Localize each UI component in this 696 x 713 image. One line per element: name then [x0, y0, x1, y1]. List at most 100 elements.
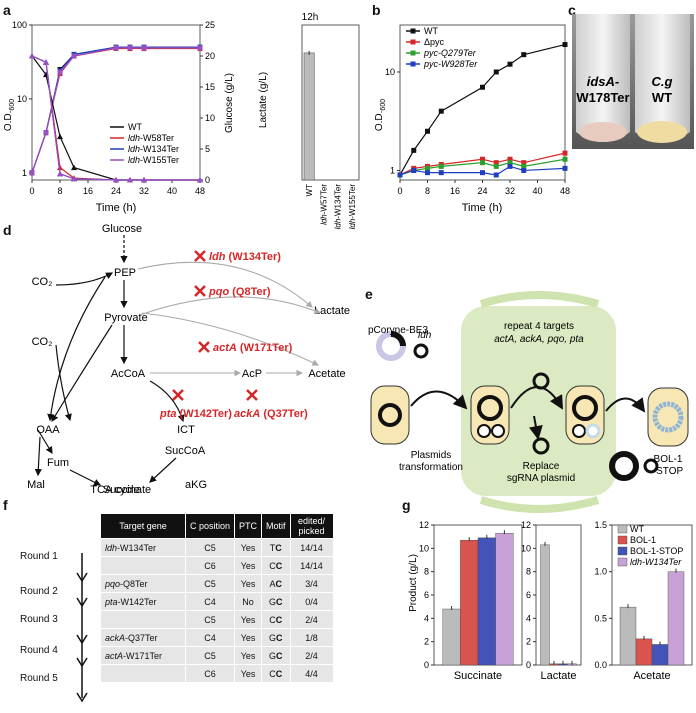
g-ytick-label: 0 — [424, 660, 429, 670]
table-cell: Yes — [235, 557, 262, 574]
g-bar — [442, 608, 461, 666]
node-ict: ICT — [177, 424, 195, 436]
panel-a-xlabel: Time (h) — [96, 202, 137, 214]
panel-c-left-label: idsA- — [587, 74, 620, 89]
a-point — [57, 170, 63, 177]
panel-b-ylabel: O.D.600 — [374, 99, 387, 131]
table-header: C position — [186, 514, 235, 538]
table-cell: 14/14 — [290, 557, 333, 574]
table-cell: 1/8 — [290, 629, 333, 646]
knockout-label: ldh (W134Ter) — [209, 251, 281, 263]
knockout-site: (W171Ter) — [237, 342, 293, 354]
table-cell: GC — [262, 647, 290, 664]
table-cell: Yes — [235, 647, 262, 664]
knockout-x-icon — [172, 389, 184, 401]
a-bar-gene: ldh — [319, 214, 328, 225]
a-ytick-right-label: 5 — [205, 144, 210, 154]
table-cell — [101, 557, 185, 574]
table-cell: C6 — [186, 665, 235, 682]
g-bar — [495, 532, 514, 666]
panel-f-label: f — [3, 497, 8, 513]
node-oaa: OAA — [36, 424, 60, 436]
node-fum: Fum — [47, 457, 69, 469]
a-legend-gene: ldh — [128, 133, 140, 143]
node-acp: AcP — [242, 368, 262, 380]
table-header: PTC — [235, 514, 262, 538]
b-legend-marker — [410, 39, 416, 45]
node-succinate: Succinate — [103, 484, 151, 496]
panel-c-photo: idsA- W178Ter C.g WT — [572, 14, 694, 149]
table-cell: 3/4 — [290, 575, 333, 592]
g-bar — [635, 638, 653, 666]
panel-d-pathway-lower: Fum SucCoA Succinate — [37, 429, 206, 496]
a-point — [43, 59, 49, 65]
g-legend-swatch — [617, 535, 628, 545]
g-ytick-label: 2 — [526, 637, 531, 647]
table-cell: Yes — [235, 665, 262, 682]
a-bar-category: ldh-W134Ter — [334, 184, 343, 230]
knockout-site: (W134Ter) — [226, 251, 282, 263]
g-ytick-label: 6 — [526, 590, 531, 600]
b-point — [521, 160, 527, 166]
g-group-label: Lactate — [540, 670, 576, 682]
a-ytick-label: 1 — [22, 168, 27, 178]
g-bar — [619, 606, 637, 666]
g-ytick-label: 4 — [424, 613, 429, 623]
panel-a-ylabel-right: Glucose (g/L) — [224, 73, 235, 133]
b-legend-marker — [410, 50, 416, 56]
b-point — [493, 163, 499, 169]
table-cell: 14/14 — [290, 539, 333, 556]
b-point — [425, 165, 430, 171]
g-ytick-label: 8 — [526, 567, 531, 577]
table-cell: 0/4 — [290, 593, 333, 610]
g-ytick-label: 12 — [521, 520, 531, 530]
b-point — [507, 61, 513, 67]
panel-c-right-label: C.g — [652, 74, 673, 89]
table-cell: ldh-W134Ter — [101, 539, 185, 556]
table-cell — [101, 665, 185, 682]
node-mal: Mal — [27, 479, 45, 491]
g-group-label: Succinate — [454, 670, 502, 682]
a-xtick-label: 48 — [195, 186, 205, 196]
knockout-label: ackA (Q37Ter) — [234, 408, 308, 420]
table-header: edited/ picked — [290, 514, 333, 538]
g-ytick-label: 6 — [424, 590, 429, 600]
round-5: Round 5 — [20, 673, 58, 684]
table-cell: pqo-Q8Ter — [101, 575, 185, 592]
transform-label2: transformation — [399, 462, 463, 473]
a-point — [71, 53, 77, 59]
g-legend-label: BOL-1 — [630, 535, 656, 545]
b-xtick-label: 32 — [505, 186, 515, 196]
table-cell: 4/4 — [290, 665, 333, 682]
a-ytick-label: 10 — [17, 94, 27, 104]
table-cell: C5 — [186, 539, 235, 556]
node-tca: TCA cycle — [90, 484, 140, 496]
knockout-gene: actA — [213, 342, 237, 354]
knockout-gene: ldh — [209, 251, 226, 263]
a-xtick-label: 8 — [57, 186, 62, 196]
node-co2-2: CO₂ — [32, 336, 53, 348]
g-bar — [667, 571, 685, 666]
b-legend-label: pyc-Q279Ter — [423, 48, 477, 58]
b-point — [507, 160, 513, 166]
knockout-gene: ackA — [234, 408, 260, 420]
b-ytick-label: 1 — [390, 165, 395, 175]
node-glucose: Glucose — [102, 223, 142, 235]
g-legend-label: BOL-1-STOP — [630, 546, 683, 556]
b-point — [562, 42, 568, 48]
table-cell: AC — [262, 575, 290, 592]
a-legend-suffix: -W155Ter — [140, 155, 179, 165]
round-2: Round 2 — [20, 586, 58, 597]
panel-a-lactate-chart: 12h Lactate (g/L) WTldh-W57Terldh-W134Te… — [258, 12, 360, 229]
knockout-gene: pqo — [208, 286, 229, 298]
final-label2: -STOP — [653, 466, 684, 477]
b-xtick-label: 24 — [477, 186, 487, 196]
table-cell: Yes — [235, 629, 262, 646]
